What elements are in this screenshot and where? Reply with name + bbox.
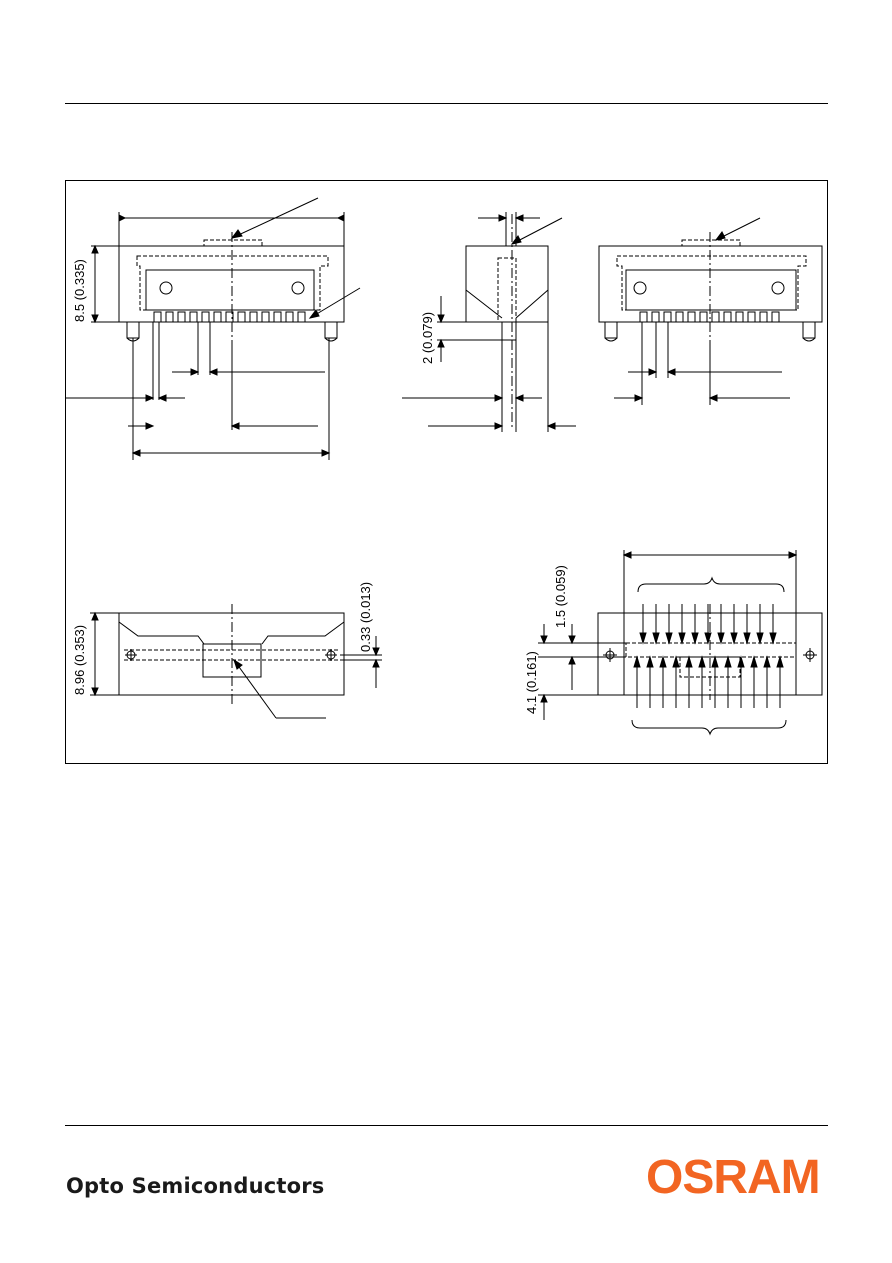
pad-arrows-bottom (633, 655, 784, 708)
footer-company-line: Opto Semiconductors (66, 1174, 325, 1198)
osram-logo: OSRAM (646, 1151, 821, 1204)
front-view (66, 197, 361, 460)
rear-pins (639, 311, 780, 323)
dim-height-bottom: 8.96 (0.353) (72, 625, 87, 695)
header-rule (65, 103, 828, 104)
package-outline-drawing (65, 180, 828, 764)
dim-offset-bottom: 0.33 (0.013) (358, 582, 373, 652)
footer-rule (65, 1125, 828, 1126)
footprint-view (538, 550, 823, 736)
pad-arrows-top (639, 604, 777, 645)
bottom-view (90, 604, 382, 719)
dim-pad-pitch-row: 4.1 (0.161) (524, 651, 539, 714)
dim-height-front: 8.5 (0.335) (72, 259, 87, 322)
rear-view (598, 217, 823, 405)
dim-pad-width: 1.5 (0.059) (553, 565, 568, 628)
dim-pin-length: 2 (0.079) (420, 312, 435, 364)
side-view (402, 212, 576, 432)
front-pins (153, 311, 306, 323)
